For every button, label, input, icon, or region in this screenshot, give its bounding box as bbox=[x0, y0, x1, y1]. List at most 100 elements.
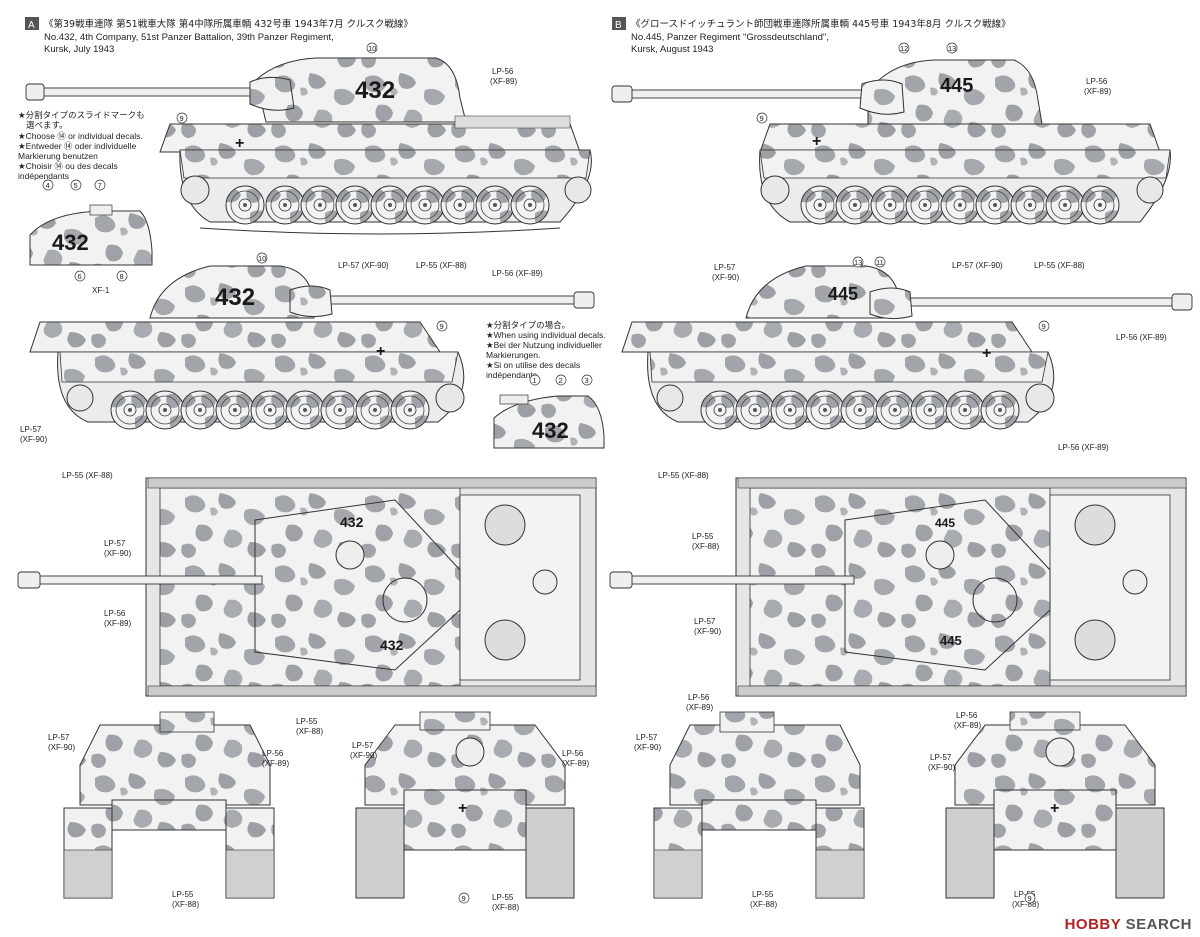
b-lbl-lp57-side1: LP-57 (XF-90) bbox=[952, 261, 1003, 270]
top-b-tank-number-1: 445 bbox=[935, 516, 955, 530]
b-lbl-lp56-side2b: LP-56 (XF-89) bbox=[1058, 443, 1109, 452]
b-lbl-lp55-front-a: LP-55 bbox=[752, 890, 774, 899]
a-lbl-lp57-front-b: (XF-90) bbox=[48, 743, 75, 752]
b-lbl-lp56-front-a: LP-56 bbox=[688, 693, 710, 702]
b-lbl-lp55-rear-a: LP-55 bbox=[1014, 890, 1036, 899]
b-lbl-lp55-side2: LP-55 (XF-88) bbox=[658, 471, 709, 480]
a-lbl-lp57-rear-b: (XF-90) bbox=[350, 751, 377, 760]
panel-b-title-jp: 《グロースドイッチュラント師団戦車連隊所属車輌 445号車 1943年8月 クル… bbox=[631, 18, 1011, 30]
note-jp-1: ★分割タイプのスライドマークも bbox=[18, 110, 145, 121]
b-lbl-lp56-rear-a: LP-56 bbox=[956, 711, 978, 720]
b-callout-9-side2: 9 bbox=[1042, 322, 1046, 331]
panel-a: A 《第39戦車連隊 第51戦車大隊 第4中隊所属車輌 432号車 1943年7… bbox=[17, 17, 606, 899]
watermark-brand-b: SEARCH bbox=[1125, 916, 1192, 933]
callout-6: 6 bbox=[78, 272, 82, 281]
a-lbl-lp56-top-a: LP-56 bbox=[492, 67, 514, 76]
b-callout-11-side2: 11 bbox=[876, 258, 884, 267]
note2-de-1: ★Bei der Nutzung individueller bbox=[486, 340, 602, 350]
balkenkreuz-b2: + bbox=[982, 345, 991, 362]
a-lbl-lp57-side1: LP-57 (XF-90) bbox=[338, 261, 389, 270]
a-lbl-lp56-topv-a: LP-56 bbox=[104, 609, 126, 618]
a-lbl-lp57-top-b: (XF-90) bbox=[104, 549, 131, 558]
panel-b-top-view: 445 445 bbox=[609, 477, 1187, 697]
a-callout-10-side2: 10 bbox=[258, 254, 266, 263]
callout-5: 5 bbox=[74, 181, 78, 190]
note-de-2: Markierung benutzen bbox=[18, 151, 98, 161]
a-callout-9-side2: 9 bbox=[440, 322, 444, 331]
b-callout-9-rear: 9 bbox=[1028, 894, 1032, 903]
a-callout-9-rear: 9 bbox=[462, 894, 466, 903]
panel-a-title-jp: 《第39戦車連隊 第51戦車大隊 第4中隊所属車輌 432号車 1943年7月 … bbox=[44, 18, 413, 30]
note-jp-2: 選べます。 bbox=[26, 120, 68, 131]
a-callout-10-top: 10 bbox=[368, 44, 376, 53]
watermark-brand-a: HOBBY bbox=[1064, 916, 1121, 933]
note-fr-2: indépendants bbox=[18, 171, 69, 181]
panel-a-title-en-2: Kursk, July 1943 bbox=[44, 44, 114, 55]
detail-a2-tank-number: 432 bbox=[532, 418, 569, 443]
b-callout-13: 13 bbox=[948, 44, 956, 53]
a-lbl-lp55-side1: LP-55 (XF-88) bbox=[416, 261, 467, 270]
callout-4: 4 bbox=[46, 181, 50, 190]
turret-detail-a2: 432 1 2 3 bbox=[493, 374, 605, 449]
b-lbl-lp56-front-b: (XF-89) bbox=[686, 703, 713, 712]
callout-7: 7 bbox=[98, 181, 102, 190]
b-lbl-lp56-side2: LP-56 (XF-89) bbox=[1116, 333, 1167, 342]
b-lbl-lp55-rear-b: (XF-88) bbox=[1012, 900, 1039, 909]
b-lbl-lp57-top-a: LP-57 bbox=[694, 617, 716, 626]
a-lbl-lp55-rear-a: LP-55 bbox=[492, 893, 514, 902]
panel-a-badge bbox=[25, 17, 39, 30]
b-lbl-lp57-top-b: (XF-90) bbox=[694, 627, 721, 636]
a-lbl-lp56-rear-b: (XF-89) bbox=[562, 759, 589, 768]
watermark: HOBBY SEARCH bbox=[1065, 916, 1192, 933]
b-lbl-lp56-top-b: (XF-89) bbox=[1084, 87, 1111, 96]
panel-a-badge-letter: A bbox=[28, 20, 35, 31]
a-lbl-lp56-side2: LP-56 (XF-89) bbox=[492, 269, 543, 278]
panel-b-badge bbox=[612, 17, 626, 30]
note2-fr-1: ★Si on utilise des decals bbox=[486, 360, 580, 370]
turret-detail-a1: 432 4 5 7 6 8 XF-1 bbox=[29, 179, 153, 295]
balkenkreuz-1: + bbox=[235, 135, 244, 152]
panel-b: B 《グロースドイッチュラント師団戦車連隊所属車輌 445号車 1943年8月 … bbox=[609, 17, 1193, 899]
a-lbl-lp56-front-a: LP-56 bbox=[262, 749, 284, 758]
panel-a-side-view-right: 432 + bbox=[29, 265, 595, 430]
callout-8: 8 bbox=[120, 272, 124, 281]
a-callout-9-top: 9 bbox=[180, 114, 184, 123]
panel-b-title-en-1: No.445, Panzer Regiment "Grossdeutschlan… bbox=[631, 32, 829, 43]
a-lbl-lp57-front-a: LP-57 bbox=[48, 733, 70, 742]
note-fr-1: ★Choisir ⑭ ou des decals bbox=[18, 161, 118, 171]
callout-2: 2 bbox=[559, 376, 563, 385]
b-callout-12: 12 bbox=[900, 44, 908, 53]
b-lbl-lp57-side2-a: LP-57 bbox=[714, 263, 736, 272]
note2-de-2: Markierungen. bbox=[486, 350, 540, 360]
b-callout-9-top: 9 bbox=[760, 114, 764, 123]
a-lbl-lp56-top-b: (XF-89) bbox=[490, 77, 517, 86]
b-lbl-lp57-front-b: (XF-90) bbox=[634, 743, 661, 752]
top-a-tank-number-1: 432 bbox=[340, 514, 364, 530]
b-lbl-lp56-top-a: LP-56 bbox=[1086, 77, 1108, 86]
a-lbl-lp55-topv-b: (XF-88) bbox=[296, 727, 323, 736]
b-callout-13-side2: 13 bbox=[854, 258, 862, 267]
panel-a-title-en-1: No.432, 4th Company, 51st Panzer Battali… bbox=[44, 32, 334, 43]
b-lbl-lp57-rear-b: (XF-90) bbox=[928, 763, 955, 772]
callout-1: 1 bbox=[533, 376, 537, 385]
panel-a-side-view-left: 432 + bbox=[25, 57, 592, 235]
b-lbl-lp56-rear-b: (XF-89) bbox=[954, 721, 981, 730]
panel-b-side-view-left: 445 + bbox=[611, 59, 1171, 225]
a-lbl-lp56-rear-a: LP-56 bbox=[562, 749, 584, 758]
panel-b-side2-tank-number: 445 bbox=[828, 284, 858, 304]
panel-a-top-view: 432 432 bbox=[17, 477, 597, 697]
a-lbl-lp56-front-b: (XF-89) bbox=[262, 759, 289, 768]
panel-b-labels: LP-56 (XF-89) LP-57 (XF-90) LP-55 (XF-88… bbox=[634, 42, 1167, 909]
a-lbl-lp57-side2-b: (XF-90) bbox=[20, 435, 47, 444]
note-en: ★Choose ⑭ or individual decals. bbox=[18, 131, 143, 141]
panel-b-title-en-2: Kursk, August 1943 bbox=[631, 44, 713, 55]
b-lbl-lp57-side2-b: (XF-90) bbox=[712, 273, 739, 282]
note2-jp: ★分割タイプの場合。 bbox=[486, 320, 570, 331]
a-lbl-lp55-side2: LP-55 (XF-88) bbox=[62, 471, 113, 480]
paint-xf1: XF-1 bbox=[92, 286, 110, 295]
balkenkreuz-2: + bbox=[376, 343, 385, 360]
panel-b-front-view bbox=[653, 711, 865, 899]
panel-b-side-view-right: 445 + bbox=[621, 265, 1193, 430]
note-de-1: ★Entweder ⑭ oder individuelle bbox=[18, 141, 136, 151]
